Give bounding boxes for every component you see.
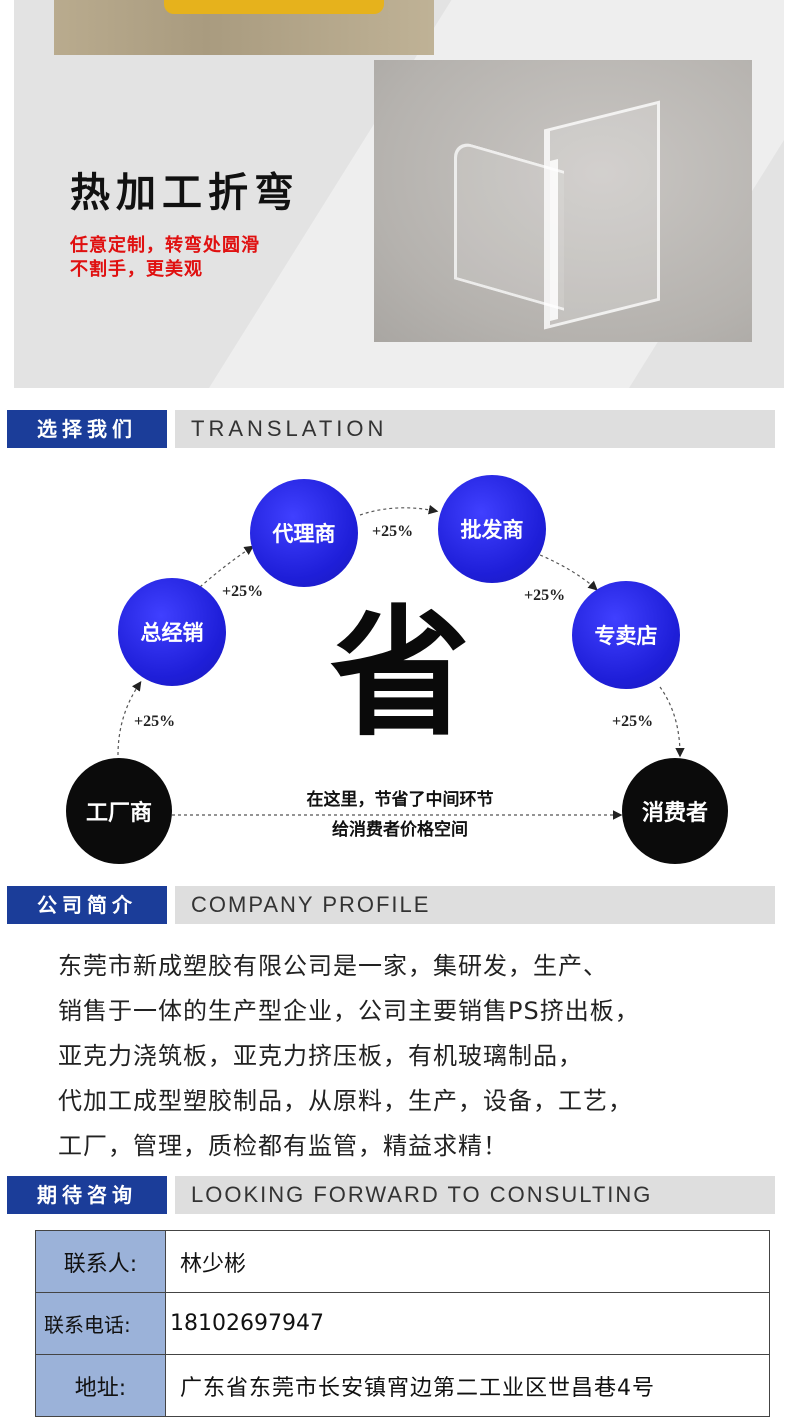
panel-desc-line2: 不割手，更美观 (70, 259, 203, 280)
node-general-distributor: 总经销 (118, 578, 226, 686)
section-subtitle: COMPANY PROFILE (175, 886, 775, 924)
profile-line: 亚克力浇筑板，亚克力挤压板，有机玻璃制品， (58, 1042, 583, 1070)
section-header-choose-us: 选择我们 TRANSLATION (7, 410, 775, 448)
markup-label: +25% (372, 523, 414, 540)
node-wholesaler: 批发商 (438, 475, 546, 583)
contact-table: 联系人: 林少彬 联系电话: 18102697947 地址: 广东省东莞市长安镇… (35, 1230, 770, 1417)
panel-title: 热加工折弯 (70, 170, 300, 216)
supply-chain-diagram: 代理商 批发商 总经销 专卖店 工厂商 消费者 +25% +25% +25% +… (0, 455, 790, 885)
section-header-company-profile: 公司简介 COMPANY PROFILE (7, 886, 775, 924)
markup-label: +25% (222, 583, 264, 600)
contact-row-person: 联系人: 林少彬 (35, 1230, 770, 1293)
panel-description: 任意定制，转弯处圆滑 不割手，更美观 (70, 234, 260, 282)
markup-label: +25% (134, 713, 176, 730)
section-badge: 公司简介 (7, 886, 167, 924)
product-photo-acrylic-stand (374, 60, 752, 342)
arrow-store-to-consumer (659, 686, 685, 758)
phone-label: 联系电话: (35, 1292, 166, 1355)
contact-row-address: 地址: 广东省东莞市长安镇宵边第二工业区世昌巷4号 (35, 1354, 770, 1417)
yellow-acrylic-edge (164, 0, 384, 14)
section-header-consulting: 期待咨询 LOOKING FORWARD TO CONSULTING (7, 1176, 775, 1214)
arrow-general-to-agent (199, 545, 254, 588)
product-photo-yellow (54, 0, 434, 55)
phone-value[interactable]: 18102697947 (165, 1292, 770, 1355)
node-store: 专卖店 (572, 581, 680, 689)
arrow-factory-to-general (117, 681, 142, 756)
chain-connector-lines (117, 504, 685, 820)
arrow-wholesaler-to-store (539, 554, 598, 591)
slogan-line1: 在这里，节省了中间环节 (306, 790, 494, 810)
contact-person-label: 联系人: (35, 1230, 166, 1293)
section-badge: 期待咨询 (7, 1176, 167, 1214)
profile-line: 销售于一体的生产型企业，公司主要销售PS挤出板， (58, 997, 640, 1025)
arrow-agent-to-wholesaler (359, 504, 439, 516)
section-badge: 选择我们 (7, 410, 167, 448)
chain-slogan: 在这里，节省了中间环节 给消费者价格空间 (240, 785, 560, 845)
address-label: 地址: (35, 1354, 166, 1417)
stand-bend-edge (550, 159, 558, 321)
company-profile-text: 东莞市新成塑胶有限公司是一家，集研发，生产、 销售于一体的生产型企业，公司主要销… (58, 944, 778, 1169)
section-subtitle: TRANSLATION (175, 410, 775, 448)
product-panel: 热加工折弯 任意定制，转弯处圆滑 不割手，更美观 (14, 0, 784, 388)
address-value: 广东省东莞市长安镇宵边第二工业区世昌巷4号 (165, 1354, 770, 1417)
node-agent: 代理商 (250, 479, 358, 587)
node-factory: 工厂商 (66, 758, 172, 864)
section-subtitle: LOOKING FORWARD TO CONSULTING (175, 1176, 775, 1214)
save-character: 省 (330, 593, 471, 756)
profile-line: 代加工成型塑胶制品，从原料，生产，设备，工艺， (58, 1087, 633, 1115)
profile-line: 东莞市新成塑胶有限公司是一家，集研发，生产、 (58, 952, 608, 980)
node-consumer: 消费者 (622, 758, 728, 864)
contact-person-value: 林少彬 (165, 1230, 770, 1293)
slogan-line2: 给消费者价格空间 (332, 820, 468, 840)
contact-row-phone: 联系电话: 18102697947 (35, 1292, 770, 1355)
profile-line: 工厂，管理，质检都有监管，精益求精！ (58, 1132, 508, 1160)
markup-label: +25% (524, 587, 566, 604)
panel-desc-line1: 任意定制，转弯处圆滑 (70, 235, 260, 256)
markup-label: +25% (612, 713, 654, 730)
